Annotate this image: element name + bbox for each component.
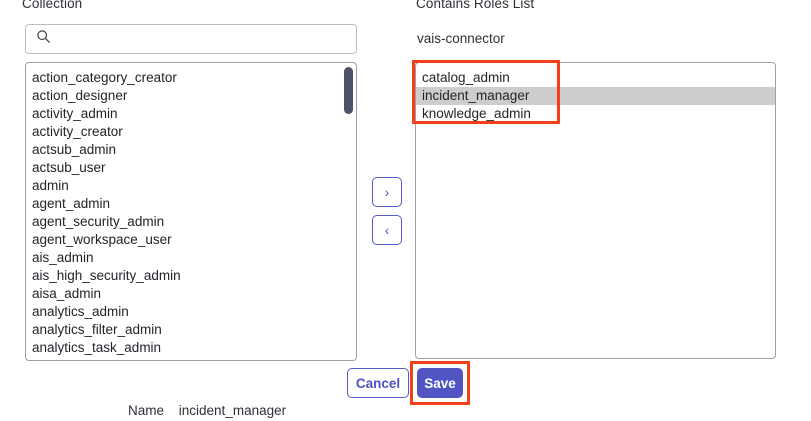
list-item[interactable]: action_category_creator bbox=[32, 70, 177, 85]
list-item[interactable]: admin bbox=[32, 178, 69, 193]
collection-column-label: Collection bbox=[22, 0, 83, 11]
list-item[interactable]: incident_manager bbox=[416, 87, 775, 105]
list-item[interactable]: agent_workspace_user bbox=[32, 232, 172, 247]
list-item[interactable]: action_designer bbox=[32, 88, 128, 103]
move-left-button[interactable]: ‹ bbox=[372, 215, 402, 245]
search-field[interactable] bbox=[25, 24, 357, 54]
list-item[interactable]: actsub_user bbox=[32, 160, 106, 175]
list-item[interactable]: analytics_task_admin bbox=[32, 340, 162, 355]
list-item[interactable]: ais_high_security_admin bbox=[32, 268, 181, 283]
list-item[interactable]: actsub_admin bbox=[32, 142, 117, 157]
list-item[interactable]: agent_security_admin bbox=[32, 214, 165, 229]
list-item[interactable]: activity_creator bbox=[32, 124, 123, 139]
cancel-button[interactable]: Cancel bbox=[347, 368, 409, 398]
list-item[interactable]: ais_admin bbox=[32, 250, 94, 265]
search-input[interactable] bbox=[51, 30, 348, 48]
list-item[interactable]: knowledge_admin bbox=[422, 106, 531, 121]
collection-scrollbar-thumb[interactable] bbox=[344, 67, 353, 114]
role-name-subheading: vais-connector bbox=[417, 31, 505, 46]
list-item[interactable]: catalog_admin bbox=[422, 70, 510, 85]
save-button[interactable]: Save bbox=[417, 368, 463, 398]
move-right-button[interactable]: › bbox=[372, 177, 402, 207]
contains-roles-list-label: Contains Roles List bbox=[416, 0, 535, 11]
list-item[interactable]: analytics_viewer bbox=[26, 357, 356, 360]
collection-scrollbar[interactable] bbox=[344, 66, 353, 357]
name-row: Name incident_manager bbox=[128, 403, 286, 418]
list-item[interactable]: analytics_filter_admin bbox=[32, 322, 162, 337]
list-item[interactable]: analytics_admin bbox=[32, 304, 129, 319]
list-item[interactable]: agent_admin bbox=[32, 196, 111, 211]
list-item[interactable]: aisa_admin bbox=[32, 286, 102, 301]
list-item[interactable]: activity_admin bbox=[32, 106, 118, 121]
search-icon bbox=[36, 29, 51, 49]
name-value: incident_manager bbox=[178, 403, 287, 418]
name-label: Name bbox=[128, 403, 165, 418]
